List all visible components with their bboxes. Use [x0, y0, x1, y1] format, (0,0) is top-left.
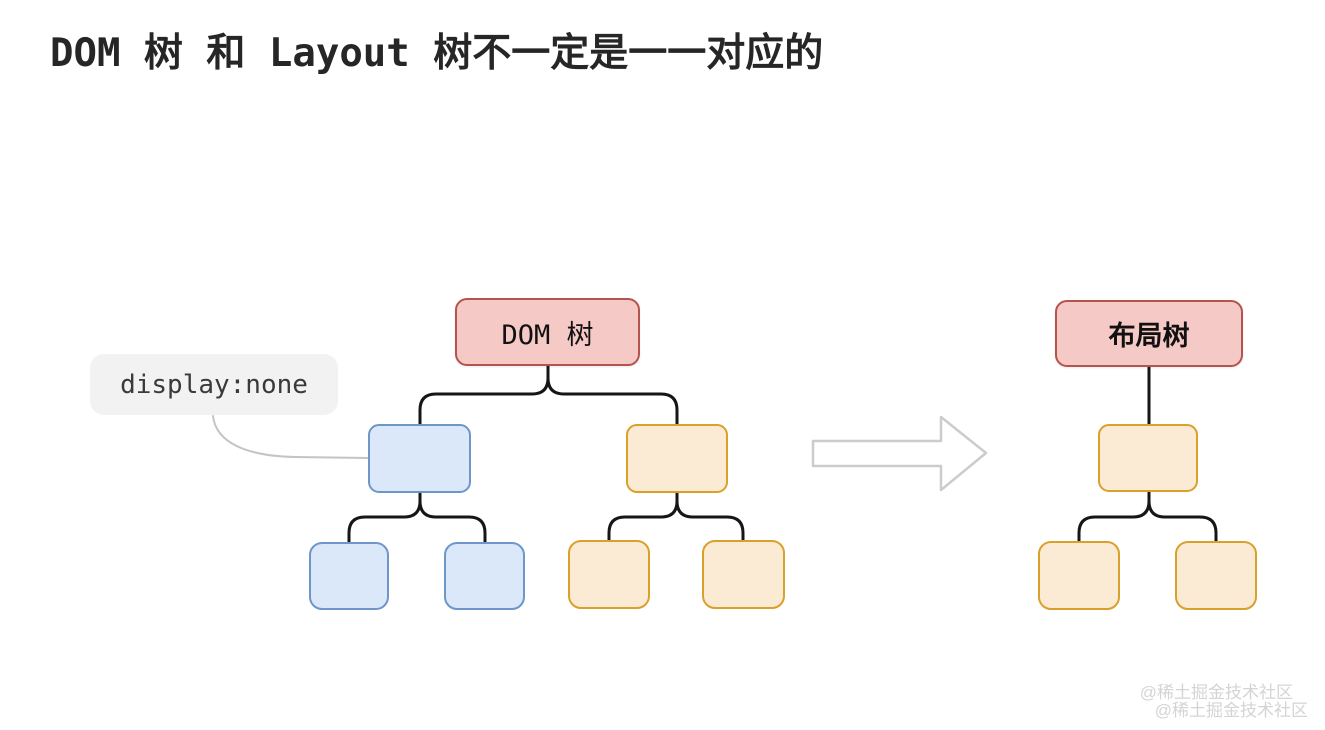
dom-hidden-child-1	[309, 542, 389, 610]
edge-layoutchild-to-gc2	[1147, 488, 1218, 545]
watermark-line-1: @稀土掘金技术社区	[1139, 683, 1293, 702]
edge-hidden-to-child2	[418, 489, 487, 546]
edge-hidden-to-child1	[347, 489, 422, 546]
dom-tree-root-node: DOM 树	[455, 298, 640, 366]
display-none-label-text: display:none	[120, 369, 308, 400]
dom-visible-child-1	[568, 540, 650, 609]
layout-tree-root-label: 布局树	[1108, 321, 1190, 351]
page-title: DOM 树 和 Layout 树不一定是一一对应的	[50, 31, 824, 76]
layout-child-node	[1098, 424, 1198, 492]
dom-visible-node	[626, 424, 728, 493]
edge-visible-to-child2	[675, 489, 745, 544]
layout-grandchild-1	[1038, 541, 1120, 610]
layout-tree-root-node: 布局树	[1055, 300, 1243, 367]
dom-visible-child-2	[702, 540, 785, 609]
edge-domroot-to-hidden	[418, 362, 550, 428]
watermark-line-2: @稀土掘金技术社区	[1154, 701, 1308, 720]
edge-domroot-to-visible	[546, 362, 679, 428]
layout-grandchild-2	[1175, 541, 1257, 610]
dom-hidden-child-2	[444, 542, 525, 610]
annotation-leader-line	[212, 415, 369, 459]
dom-hidden-node	[368, 424, 471, 493]
arrow-right-icon	[811, 415, 988, 492]
display-none-label: display:none	[90, 354, 338, 415]
edge-layoutchild-to-gc1	[1077, 488, 1151, 545]
dom-tree-root-label: DOM 树	[501, 319, 594, 351]
edge-visible-to-child1	[607, 489, 679, 544]
